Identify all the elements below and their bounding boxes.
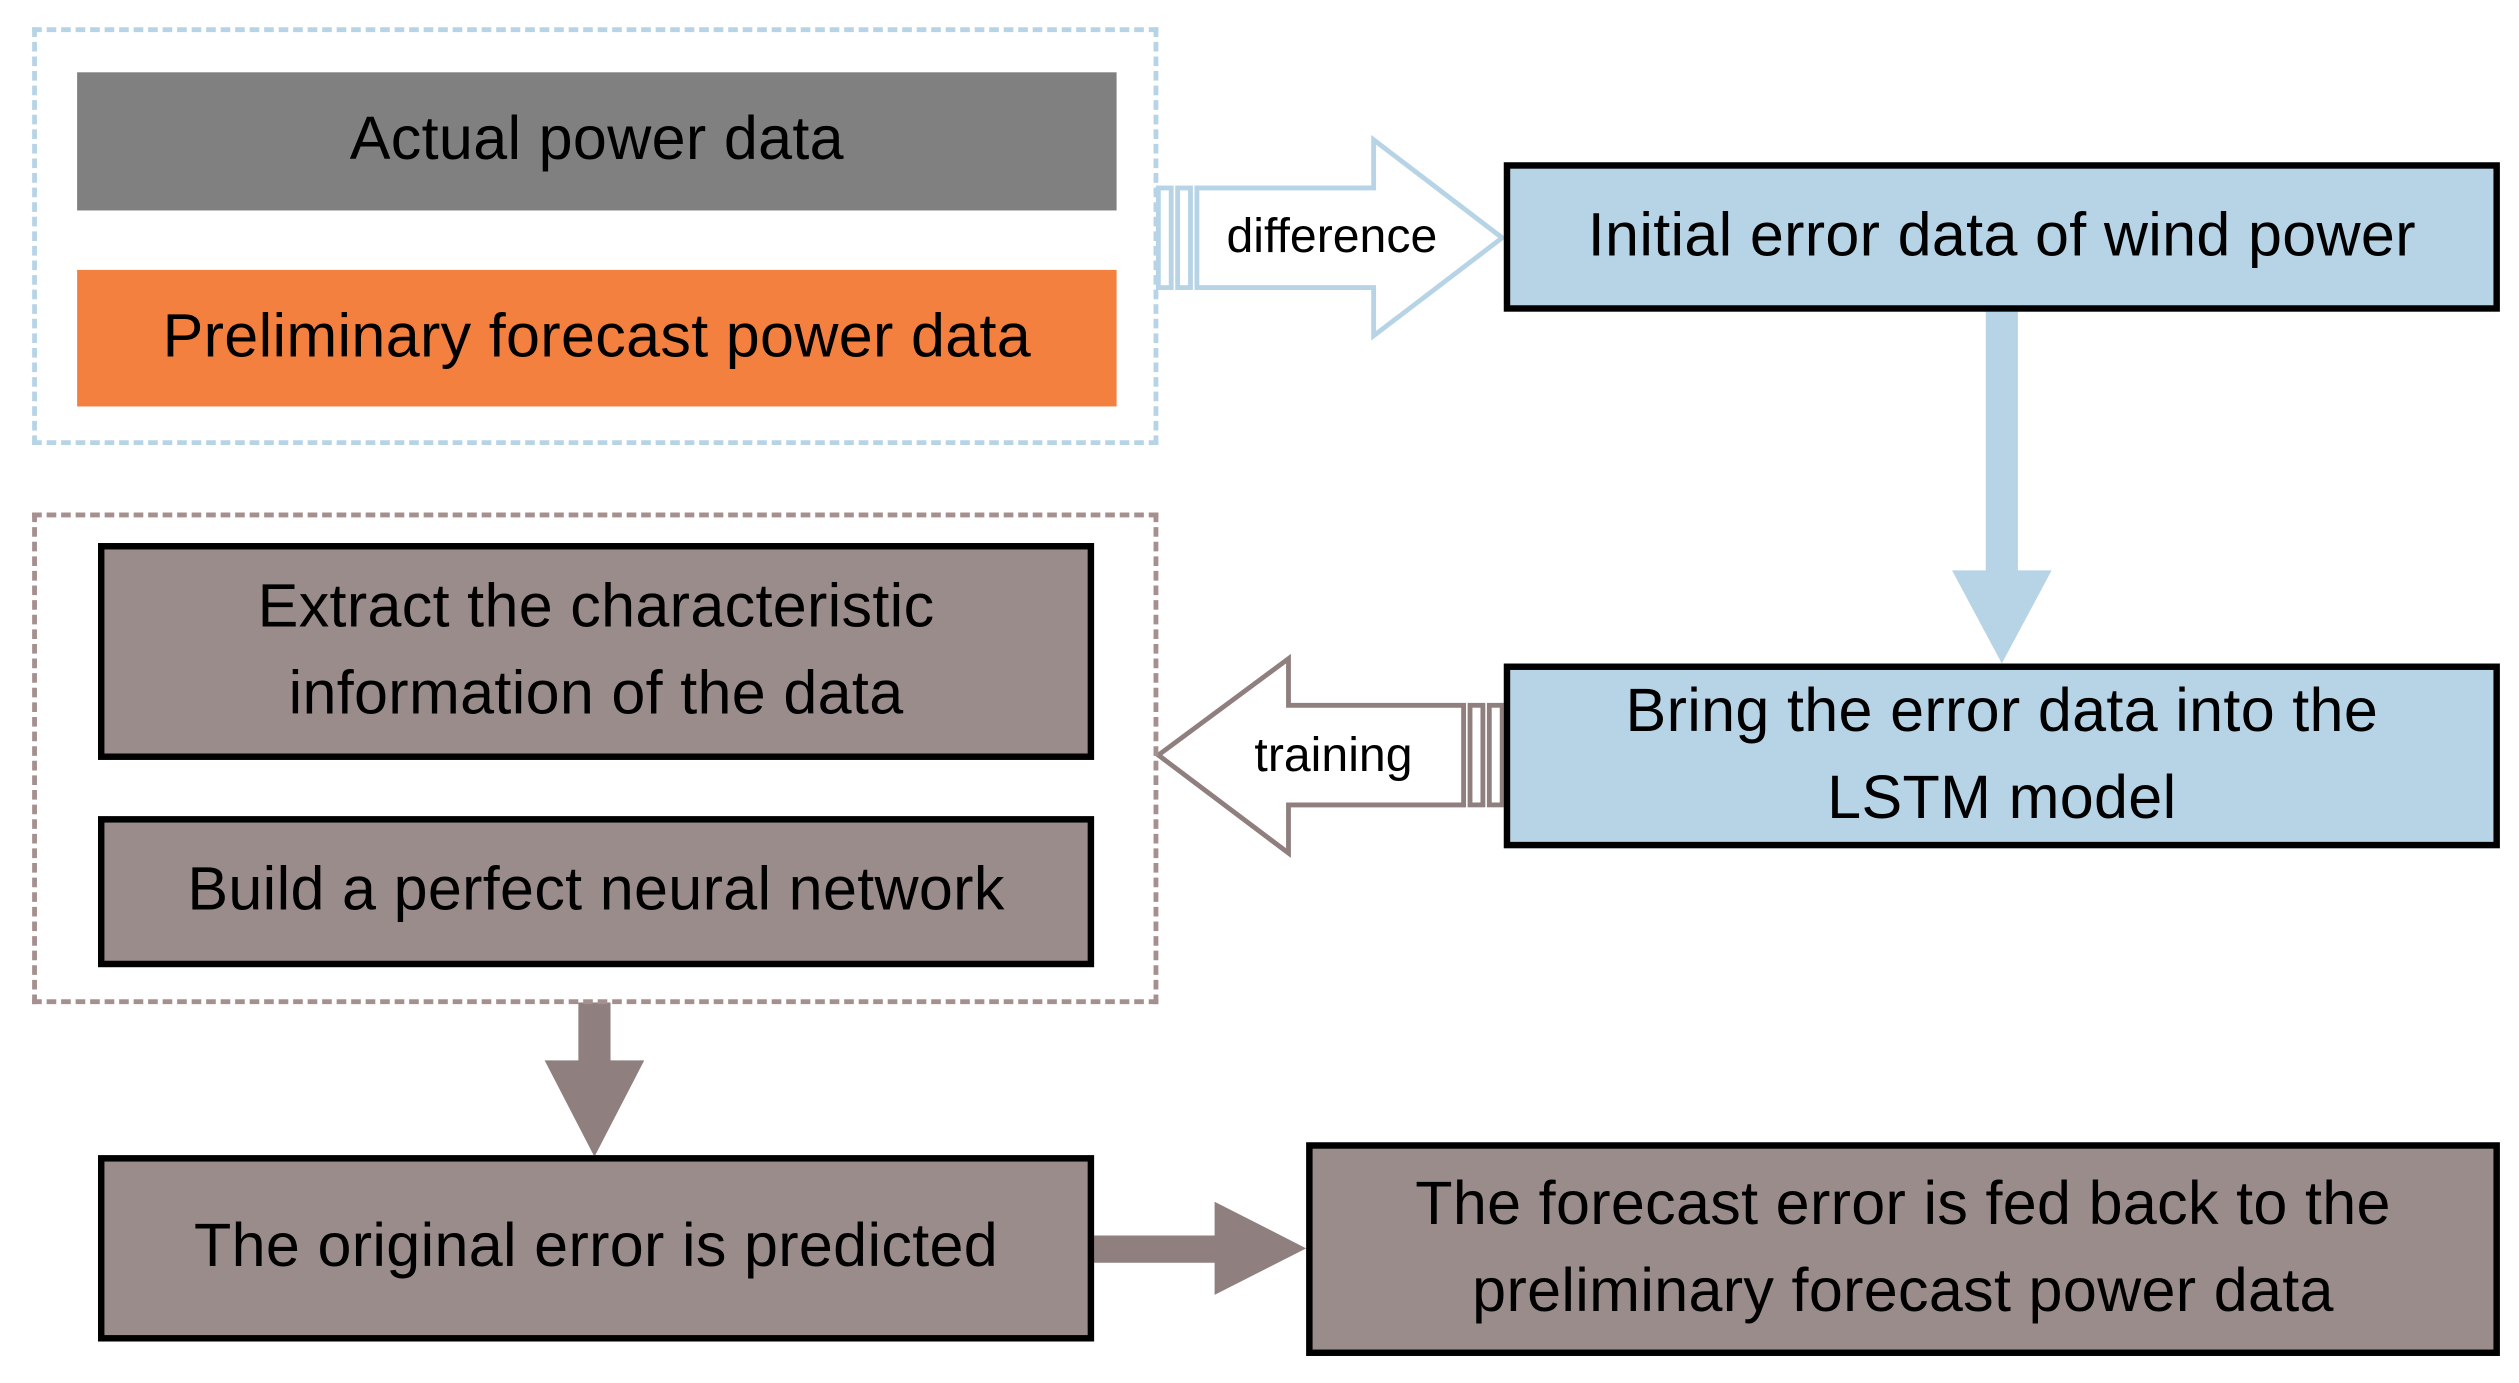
initial-error-label: Initial error data of wind power	[1587, 201, 2416, 270]
training-label: training	[1254, 729, 1413, 783]
difference-label: difference	[1226, 210, 1438, 264]
lstm-line-1: Bring the error data into the	[1625, 677, 2379, 745]
feedback-line-2: preliminary forecast power data	[1472, 1257, 2334, 1325]
down-arrow-blue	[1952, 310, 2052, 664]
extract-line-2: information of the data	[288, 659, 904, 727]
difference-arrow	[1155, 134, 1507, 341]
feedback-line-1: The forecast error is fed back to the	[1415, 1170, 2391, 1238]
error-predicted-node: The original error is predicted	[98, 1155, 1095, 1342]
right-arrow-mauve	[1092, 1201, 1307, 1295]
actual-power-data-label: Actual power data	[349, 106, 844, 174]
lstm-line-2: LSTM model	[1827, 763, 2177, 832]
build-network-label: Build a perfect neural network	[187, 856, 1005, 924]
extract-features-node: Extract the characteristic information o…	[98, 543, 1095, 760]
preliminary-forecast-node: Preliminary forecast power data	[77, 269, 1117, 407]
feedback-node: The forecast error is fed back to the pr…	[1306, 1142, 2500, 1356]
initial-error-node: Initial error data of wind power	[1503, 162, 2500, 312]
preliminary-forecast-label: Preliminary forecast power data	[162, 302, 1032, 371]
actual-power-data-node: Actual power data	[77, 72, 1117, 211]
neural-network-group	[32, 512, 1159, 1005]
lstm-model-node: Bring the error data into the LSTM model	[1503, 663, 2500, 849]
extract-line-1: Extract the characteristic	[257, 572, 935, 641]
build-network-node: Build a perfect neural network	[98, 816, 1095, 968]
training-arrow	[1154, 653, 1505, 858]
error-predicted-label: The original error is predicted	[194, 1213, 999, 1281]
input-data-group	[32, 27, 1159, 446]
down-arrow-mauve	[544, 1002, 645, 1157]
